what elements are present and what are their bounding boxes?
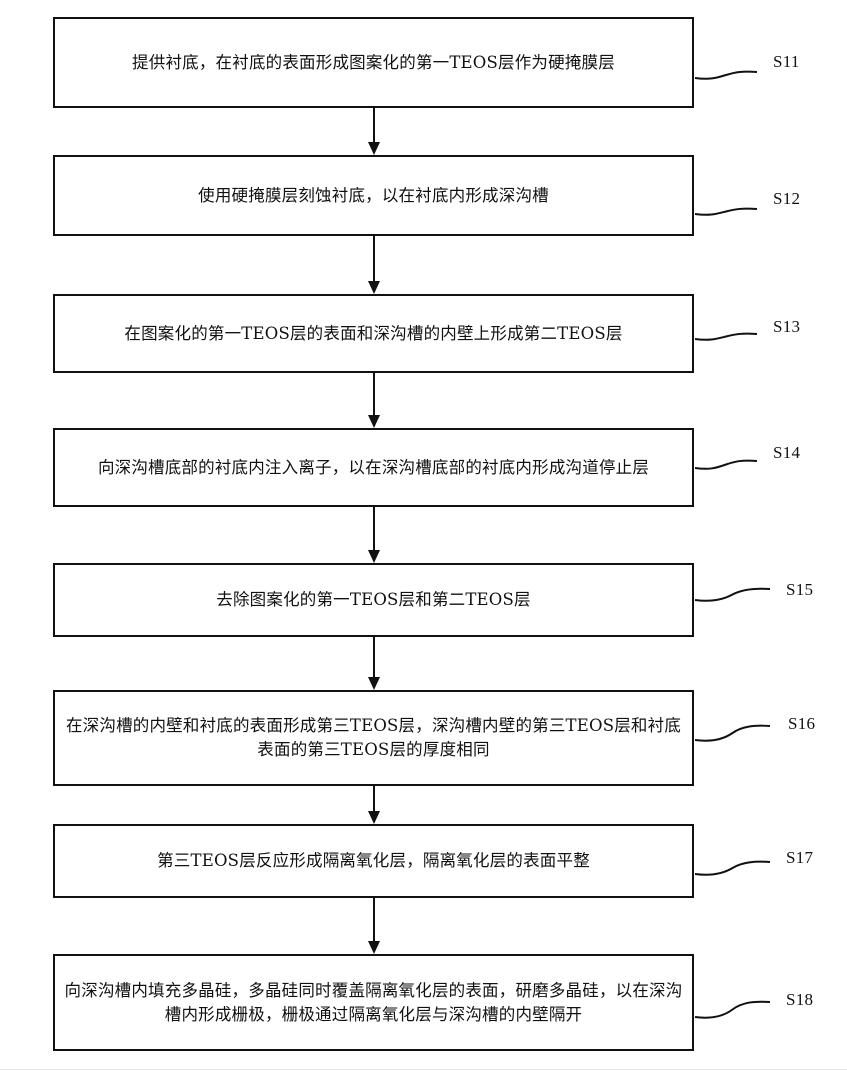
step-label-s12: S12: [773, 189, 801, 208]
arrowhead-icon: [368, 677, 380, 690]
step-text-s14: 向深沟槽底部的衬底内注入离子，以在深沟槽底部的衬底内形成沟道停止层: [97, 457, 650, 477]
step-text-s12: 使用硬掩膜层刻蚀衬底，以在衬底内形成深沟槽: [198, 185, 549, 205]
step-label-s15: S15: [786, 580, 814, 599]
label-leader-line: [694, 1000, 771, 1019]
step-box-s13: 在图案化的第一TEOS层的表面和深沟槽的内壁上形成第二TEOS层: [53, 294, 694, 373]
step-box-s18: 向深沟槽内填充多晶硅，多晶硅同时覆盖隔离氧化层的表面，研磨多晶硅，以在深沟槽内形…: [53, 954, 694, 1051]
label-leader-line: [694, 70, 758, 80]
label-leader-line: [694, 587, 771, 602]
step-box-s17: 第三TEOS层反应形成隔离氧化层，隔离氧化层的表面平整: [53, 824, 694, 898]
step-label-s18: S18: [786, 990, 814, 1009]
label-leader-line: [694, 724, 771, 742]
step-label-s11: S11: [773, 52, 800, 71]
step-label-s16: S16: [788, 714, 816, 733]
arrowhead-icon: [368, 281, 380, 294]
step-box-s14: 向深沟槽底部的衬底内注入离子，以在深沟槽底部的衬底内形成沟道停止层: [53, 428, 694, 507]
step-text-s11: 提供衬底，在衬底的表面形成图案化的第一TEOS层作为硬掩膜层: [132, 52, 615, 72]
label-leader-line: [694, 860, 771, 876]
label-leader-line: [694, 332, 758, 341]
step-text-s15: 去除图案化的第一TEOS层和第二TEOS层: [216, 590, 531, 609]
arrowhead-icon: [368, 941, 380, 954]
step-box-s12: 使用硬掩膜层刻蚀衬底，以在衬底内形成深沟槽: [53, 155, 694, 236]
step-box-s15: 去除图案化的第一TEOS层和第二TEOS层: [53, 563, 694, 637]
step-text-s18: 向深沟槽内填充多晶硅，多晶硅同时覆盖隔离氧化层的表面，研磨多晶硅，以在深沟槽内形…: [64, 980, 683, 1024]
arrowhead-icon: [368, 142, 380, 155]
label-leader-line: [694, 459, 758, 470]
arrowhead-icon: [368, 811, 380, 824]
label-leader-line: [694, 207, 758, 216]
page-bottom-divider: [0, 1069, 847, 1070]
step-label-s14: S14: [773, 443, 801, 462]
step-text-s13: 在图案化的第一TEOS层的表面和深沟槽的内壁上形成第二TEOS层: [124, 323, 623, 343]
step-text-s17: 第三TEOS层反应形成隔离氧化层，隔离氧化层的表面平整: [157, 851, 590, 870]
step-text-s16: 在深沟槽的内壁和衬底的表面形成第三TEOS层，深沟槽内壁的第三TEOS层和衬底表…: [65, 716, 682, 759]
arrowhead-icon: [368, 550, 380, 563]
arrowhead-icon: [368, 415, 380, 428]
step-box-s11: 提供衬底，在衬底的表面形成图案化的第一TEOS层作为硬掩膜层: [53, 17, 694, 108]
step-label-s13: S13: [773, 317, 801, 336]
step-label-s17: S17: [786, 848, 814, 867]
step-box-s16: 在深沟槽的内壁和衬底的表面形成第三TEOS层，深沟槽内壁的第三TEOS层和衬底表…: [53, 690, 694, 786]
